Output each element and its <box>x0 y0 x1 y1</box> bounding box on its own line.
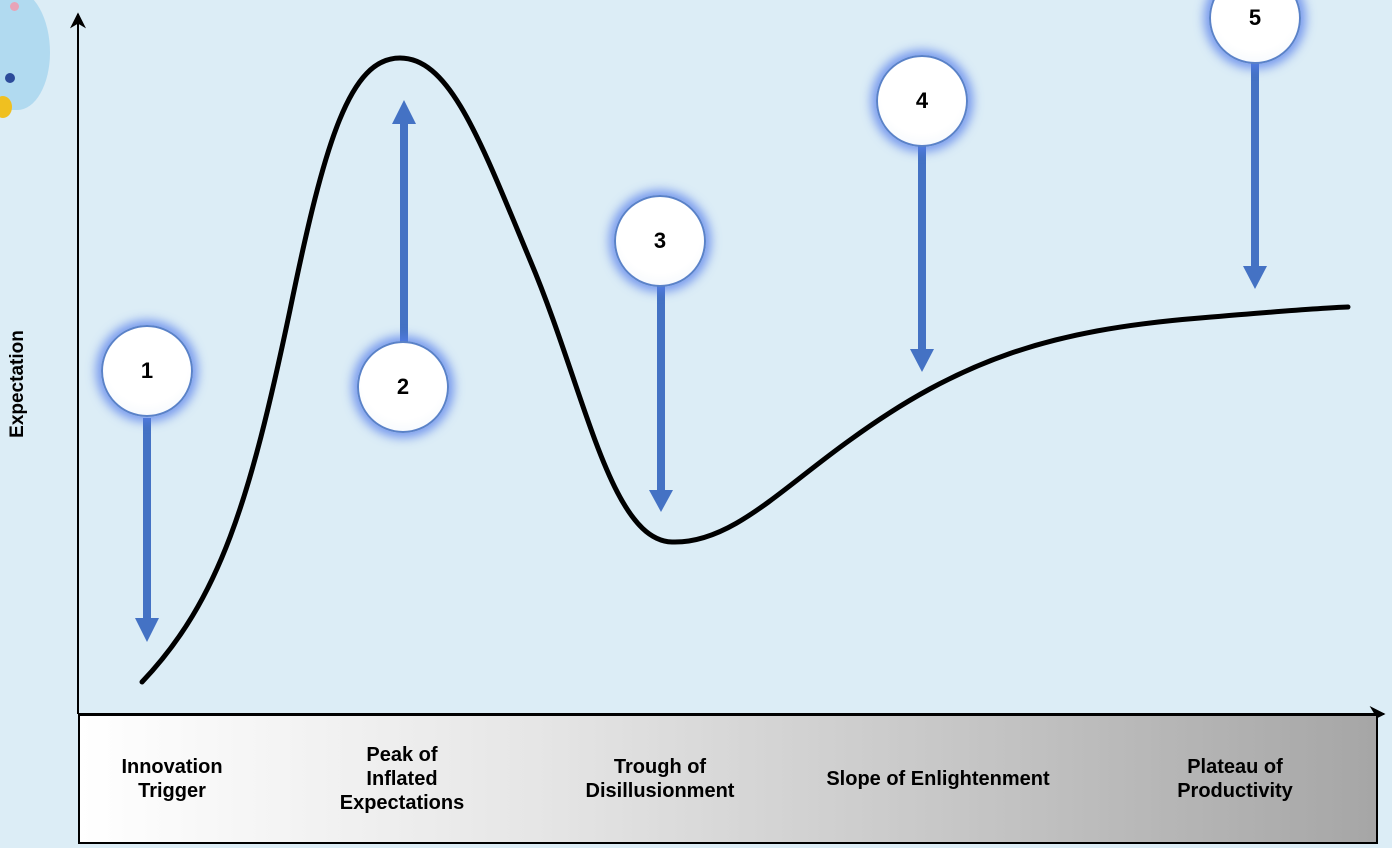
decorative-dot-blue <box>5 73 15 83</box>
arrow-4-head <box>910 349 934 372</box>
arrow-2-shaft <box>400 124 408 342</box>
phase-slope-enlightenment: Slope of Enlightenment <box>826 768 1050 790</box>
arrow-4-shaft <box>918 145 926 349</box>
y-axis-label: Expectation <box>7 330 28 438</box>
arrow-5-shaft <box>1251 62 1259 266</box>
arrow-3-head <box>649 490 673 512</box>
decorative-dot-pink <box>10 2 19 11</box>
arrow-5-head <box>1243 266 1267 289</box>
arrow-1-head <box>135 618 159 642</box>
marker-3: 3 <box>614 195 706 287</box>
arrow-2-head <box>392 100 416 124</box>
marker-2: 2 <box>357 341 449 433</box>
hype-curve <box>139 55 1351 685</box>
decorative-dot-yellow <box>0 96 12 118</box>
arrow-1-shaft <box>143 418 151 618</box>
marker-4: 4 <box>876 55 968 147</box>
marker-1: 1 <box>101 325 193 417</box>
arrow-3-shaft <box>657 286 665 490</box>
